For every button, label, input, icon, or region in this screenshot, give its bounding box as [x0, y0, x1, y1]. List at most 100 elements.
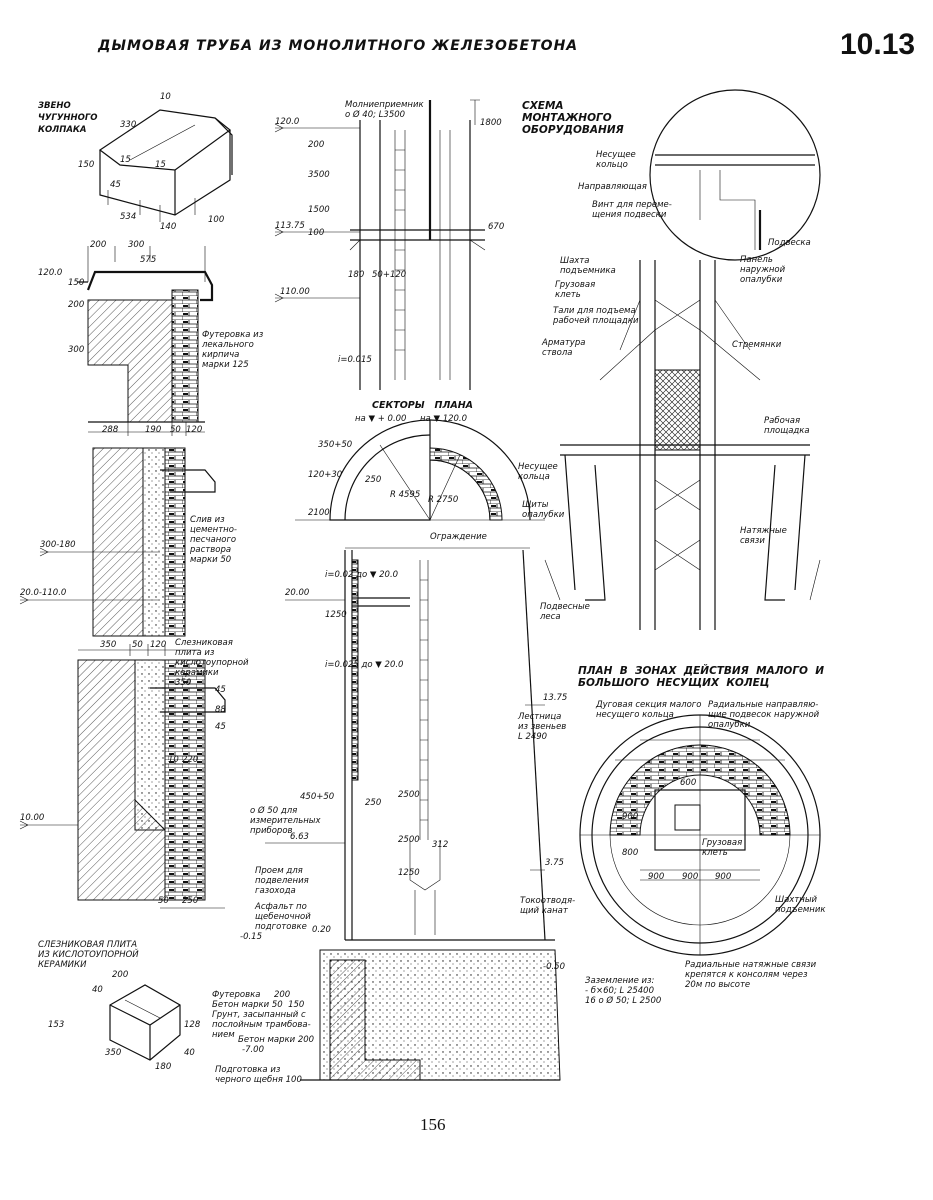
cap-dim-9: 100 [208, 215, 225, 225]
asm-hoist: Тали для подъема рабочей площадки [553, 306, 639, 326]
cap-dim-2: 330 [120, 120, 137, 130]
cm-dim-3: i=0.025 до ▼ 20.0 [325, 660, 404, 670]
fence-label: Ограждение [430, 532, 487, 542]
ct-dim-8: 50+120 [372, 270, 407, 280]
ct-dim-5: 100 [308, 228, 325, 238]
low-r-3: 88 [215, 705, 226, 715]
chimney-top-drawing [274, 99, 486, 390]
base-label: Подготовка из черного щебня 100 [215, 1065, 302, 1085]
sec-dim-5: R 2750 [428, 495, 459, 505]
ct-dim-6: 670 [488, 222, 505, 232]
cable-label: Токоотводя- щий канат [520, 896, 576, 916]
plan-guides-label: Радиальные направляю- щие подвесок наруж… [708, 700, 820, 730]
cm-dim-1: i=0.02 до ▼ 20.0 [325, 570, 399, 580]
ct-level-2: 113.75 [275, 221, 305, 231]
cap-link-heading: ЗВЕНО ЧУГУННОГО КОЛПАКА [38, 101, 98, 135]
page-title: ДЫМОВАЯ ТРУБА ИЗ МОНОЛИТНОГО ЖЕЛЕЗОБЕТОН… [98, 38, 579, 54]
low-r-1: 350 [175, 678, 192, 688]
low-m-1: 10 [168, 755, 179, 765]
asm-panel: Панель наружной опалубки [740, 255, 786, 285]
low-r-2: 45 [215, 685, 226, 695]
cap-dim-8: 140 [160, 222, 177, 232]
slab-heading: СЛЕЗНИКОВАЯ ПЛИТА ИЗ КИСЛОТОУПОРНОЙ КЕРА… [38, 940, 139, 970]
cm-level-3: 6.63 [290, 832, 309, 842]
plan-shaft-label: Шахтный подъемник [775, 895, 826, 915]
top-dim-3: 575 [140, 255, 157, 265]
ct-dim-3: 3500 [308, 170, 330, 180]
mid-drain-label: Слив из цементно- песчаного раствора мар… [190, 515, 237, 565]
ladder-label: Лестница из звеньев L 2490 [518, 712, 567, 742]
sectors-heading: СЕКТОРЫ ПЛАНА [372, 400, 474, 411]
low-b-1: 50 [158, 896, 169, 906]
cm-level-4: 3.75 [545, 858, 564, 868]
sec-dim-1: 350+50 [318, 440, 353, 450]
asm-cage: Грузовая клеть [555, 280, 596, 300]
cm-level-7: -0.50 [543, 962, 565, 972]
asm-stirrups: Стремянки [732, 340, 782, 350]
mid-detail-drawing [19, 447, 216, 637]
asm-ties: Натяжные связи [740, 526, 787, 546]
cm-dim-8: 312 [432, 840, 449, 850]
top-lining-label: Футеровка из лекального кирпича марки 12… [202, 330, 264, 370]
sec-dim-3: 120+30 [308, 470, 343, 480]
top-detail-drawing [78, 246, 214, 436]
ground-label: Заземление из: - б×60; L 25400 16 о Ø 50… [585, 976, 662, 1006]
slab-dim-1: 40 [92, 985, 103, 995]
top-side-3: 300 [68, 345, 85, 355]
cm-dim-5: 250 [365, 798, 382, 808]
top-bot-2: 190 [145, 425, 162, 435]
low-level: 10.00 [20, 813, 45, 823]
cm-dim-9: 1250 [398, 868, 420, 878]
top-bot-1: 288 [102, 425, 119, 435]
cm-level-6: -0.15 [240, 932, 262, 942]
assembly-heading: СХЕМА МОНТАЖНОГО ОБОРУДОВАНИЯ [522, 100, 624, 136]
ct-level-3: 110.00 [280, 287, 310, 297]
cm-dim-6: 2500 [398, 790, 420, 800]
mid-level-a: 300-180 [40, 540, 76, 550]
plan-dim-5: 900 [682, 872, 699, 882]
ct-dim-4: 1500 [308, 205, 330, 215]
plan-drawing [579, 714, 821, 956]
asphalt-label: Асфальт по щебеночной подготовке [255, 902, 311, 932]
sheet-code: 10.13 [840, 28, 916, 61]
low-slag-label: Слезниковая плита из кислотоупорной кера… [175, 638, 249, 678]
sectors-sub-a: на ▼ + 0.00 [355, 414, 407, 424]
ct-dim-9: i=0.015 [338, 355, 372, 365]
top-dim-1: 200 [90, 240, 107, 250]
ct-dim-1: 1800 [480, 118, 502, 128]
sectors-sub-b: на ▼ 120.0 [420, 414, 468, 424]
plan-ties-label: Радиальные натяжные связи крепятся к кон… [685, 960, 817, 990]
plan-dim-4: 900 [648, 872, 665, 882]
asm-shaft: Шахта подъемника [560, 256, 616, 276]
cm-level-5: 0.20 [312, 925, 331, 935]
plan-arc-label: Дуговая секция малого несущего кольца [596, 700, 702, 720]
low-top-1: 350 [100, 640, 117, 650]
top-level: 120.0 [38, 268, 63, 278]
asm-rebar: Арматура ствола [542, 338, 586, 358]
top-side-2: 200 [68, 300, 85, 310]
top-bot-4: 120 [186, 425, 203, 435]
asm-scaffold: Подвесные леса [540, 602, 590, 622]
sec-dim-2: 250 [365, 475, 382, 485]
plan-dim-1: 600 [680, 778, 697, 788]
low-r-4: 45 [215, 722, 226, 732]
cap-dim-4: 15 [120, 155, 131, 165]
slab-dim-5: 350 [105, 1048, 122, 1058]
cap-dim-3: 150 [78, 160, 95, 170]
slab-drawing [109, 984, 181, 1061]
asm-platform: Рабочая площадка [764, 416, 810, 436]
low-top-2: 50 [132, 640, 143, 650]
sec-dim-4: R 4595 [390, 490, 421, 500]
pipe-label: о Ø 50 для измерительных приборов [250, 806, 321, 836]
plan-dim-6: 900 [715, 872, 732, 882]
cap-dim-7: 534 [120, 212, 137, 222]
cap-dim-1: 10 [160, 92, 171, 102]
plan-dim-3: 800 [622, 848, 639, 858]
top-side-1: 150 [68, 278, 85, 288]
mid-level-b: 20.0-110.0 [20, 588, 67, 598]
asm-ring2: Несущее кольца [518, 462, 558, 482]
ct-level-1: 120.0 [275, 117, 300, 127]
top-bot-3: 50 [170, 425, 181, 435]
cap-link-drawing [98, 109, 233, 222]
asm-bearing-ring: Несущее кольцо [596, 150, 636, 170]
